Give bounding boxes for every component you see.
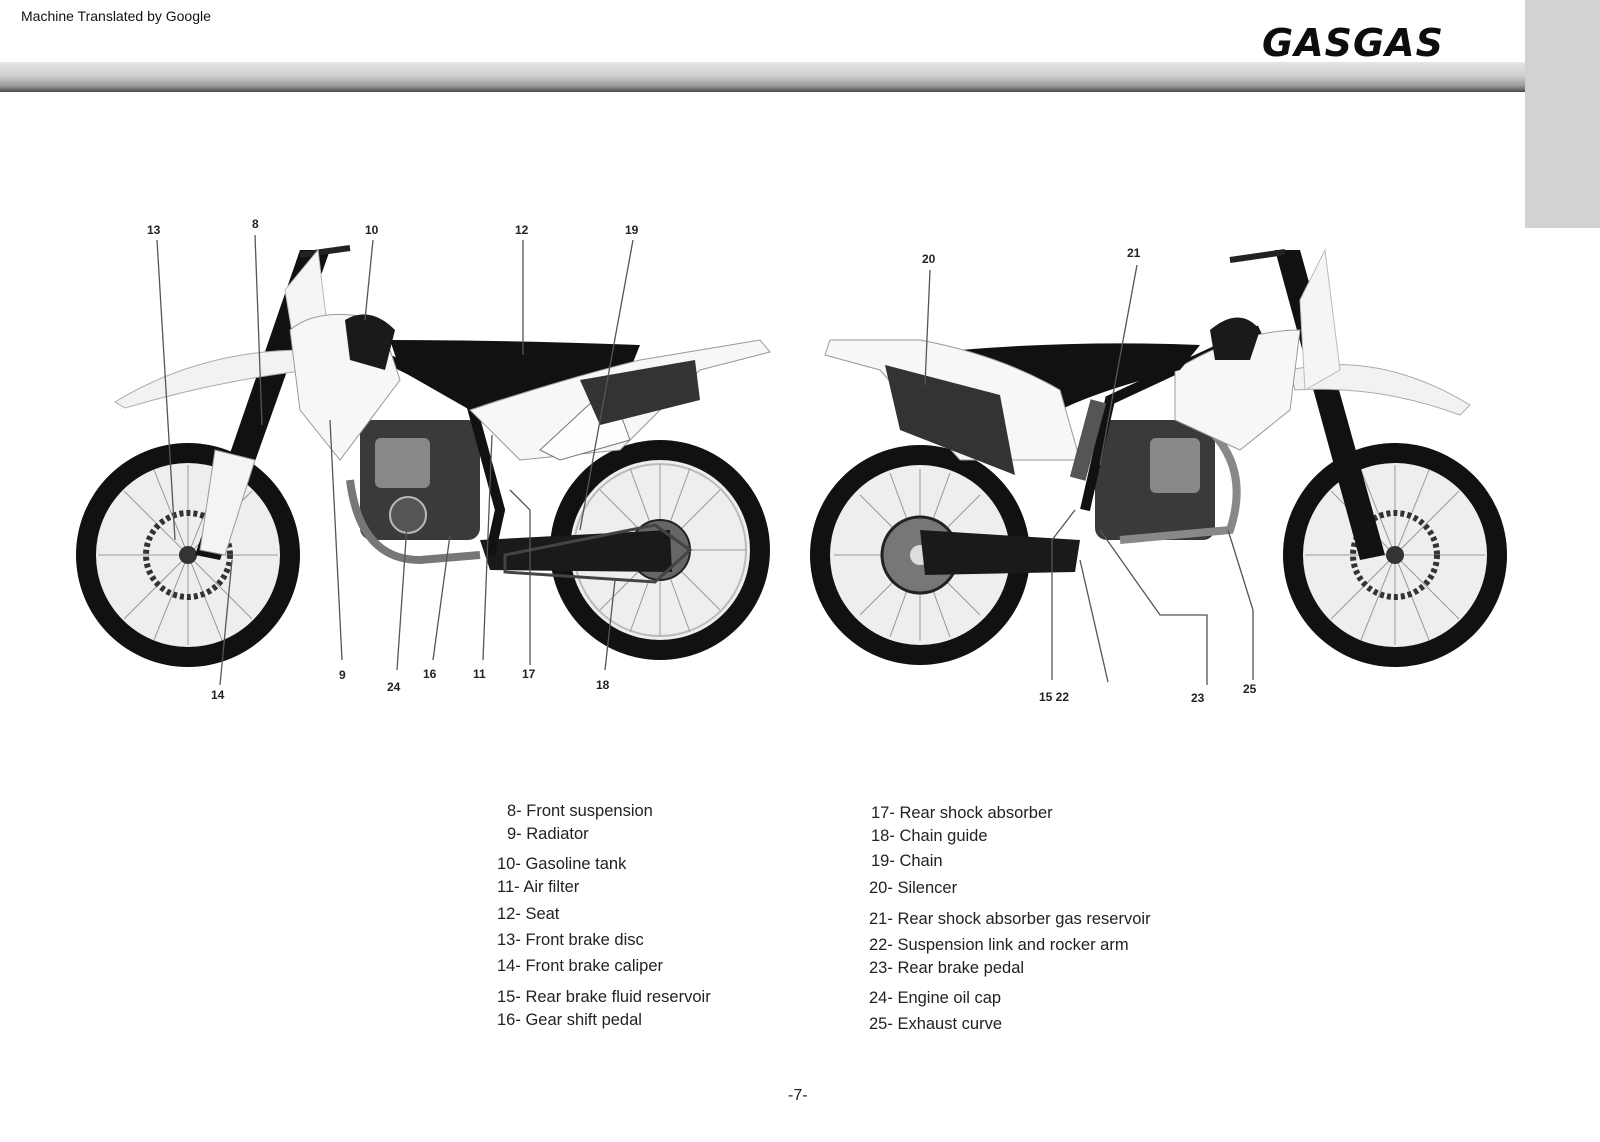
chain-left xyxy=(503,523,693,584)
legend-item: 25- Exhaust curve xyxy=(869,1015,1002,1034)
legend-number: 20- xyxy=(869,879,893,897)
legend-number: 8- xyxy=(507,802,522,820)
legend-item: 10- Gasoline tank xyxy=(497,855,626,874)
legend-item: 8- Front suspension xyxy=(507,802,653,821)
callout-9: 9 xyxy=(339,668,346,682)
legend-number: 19- xyxy=(871,852,895,870)
legend-item: 24- Engine oil cap xyxy=(869,989,1001,1008)
legend-label: Front brake disc xyxy=(525,931,644,949)
legend-item: 19- Chain xyxy=(871,852,943,871)
legend-number: 16- xyxy=(497,1011,521,1029)
legend-label: Air filter xyxy=(523,878,580,896)
motorcycle-right-view xyxy=(810,248,1507,667)
machine-translation-note: Machine Translated by Google xyxy=(21,8,211,24)
legend-label: Exhaust curve xyxy=(897,1015,1003,1033)
motorcycle-left-view xyxy=(76,245,771,667)
legend-label: Radiator xyxy=(526,825,589,843)
callout-numbers: 13 8 10 12 19 9 24 16 11 17 18 14 20 21 … xyxy=(147,217,1257,705)
legend-label: Rear brake fluid reservoir xyxy=(525,988,711,1006)
legend-number: 18- xyxy=(871,827,895,845)
legend-label: Rear brake pedal xyxy=(897,959,1025,977)
legend-item: 12- Seat xyxy=(497,905,559,924)
legend-label: Suspension link and rocker arm xyxy=(897,936,1129,954)
leader-lines xyxy=(156,234,1254,686)
legend-item: 15- Rear brake fluid reservoir xyxy=(497,988,711,1007)
callout-10: 10 xyxy=(365,223,379,237)
legend-label: Gear shift pedal xyxy=(525,1011,642,1029)
callout-21: 21 xyxy=(1127,246,1141,260)
swingarm-left xyxy=(480,530,672,572)
legend-item: 21- Rear shock absorber gas reservoir xyxy=(869,910,1151,929)
legend-item: 16- Gear shift pedal xyxy=(497,1011,642,1030)
legend-item: 23- Rear brake pedal xyxy=(869,959,1024,978)
legend-label: Front brake caliper xyxy=(525,957,664,975)
silencer-left xyxy=(580,360,700,425)
legend-item: 22- Suspension link and rocker arm xyxy=(869,936,1129,955)
legend-item: 9- Radiator xyxy=(507,825,589,844)
legend-number: 13- xyxy=(497,931,521,949)
legend-label: Engine oil cap xyxy=(897,989,1002,1007)
front-brake-disc-right xyxy=(1350,510,1440,600)
silencer-right xyxy=(885,365,1015,475)
header-bar xyxy=(0,62,1525,92)
legend-number: 11- xyxy=(497,878,520,896)
legend-item: 18- Chain guide xyxy=(871,827,988,846)
seat-left xyxy=(390,340,640,410)
callout-25: 25 xyxy=(1243,682,1257,696)
legend-item: 11- Air filter xyxy=(497,878,579,897)
callout-11: 11 xyxy=(473,667,486,681)
gasgas-logo-text: GASGAS xyxy=(1262,21,1444,62)
legend-number: 23- xyxy=(869,959,893,977)
legend-label: Silencer xyxy=(897,879,958,897)
callout-15-22: 15 22 xyxy=(1039,690,1069,704)
legend-label: Chain xyxy=(899,852,943,870)
legend-number: 17- xyxy=(871,804,895,822)
page-number: -7- xyxy=(788,1087,808,1104)
legend-item: 14- Front brake caliper xyxy=(497,957,663,976)
legend-label: Rear shock absorber xyxy=(899,804,1053,822)
front-brake-disc-left xyxy=(143,510,233,600)
callout-16: 16 xyxy=(423,667,437,681)
legend-number: 9- xyxy=(507,825,522,843)
gasgas-logo: GASGAS xyxy=(1262,21,1444,62)
legend-item: 20- Silencer xyxy=(869,879,957,898)
side-tab xyxy=(1525,0,1600,228)
callout-14: 14 xyxy=(211,688,225,702)
callout-20: 20 xyxy=(922,252,936,266)
legend-number: 14- xyxy=(497,957,521,975)
legend-item: 17- Rear shock absorber xyxy=(871,804,1053,823)
legend-number: 24- xyxy=(869,989,893,1007)
motorcycle-diagram: 13 8 10 12 19 9 24 16 11 17 18 14 20 21 … xyxy=(76,217,1507,705)
callout-17: 17 xyxy=(522,667,536,681)
legend-label: Seat xyxy=(525,905,560,923)
legend-number: 12- xyxy=(497,905,521,923)
shroud-right xyxy=(1174,329,1301,451)
legend-number: 15- xyxy=(497,988,521,1006)
legend-number: 21- xyxy=(869,910,893,928)
legend-label: Gasoline tank xyxy=(525,855,627,873)
legend-number: 25- xyxy=(869,1015,893,1033)
legend-label: Rear shock absorber gas reservoir xyxy=(897,910,1151,928)
callout-19: 19 xyxy=(625,223,639,237)
callout-18: 18 xyxy=(596,678,610,692)
legend-number: 22- xyxy=(869,936,893,954)
swingarm-right xyxy=(920,530,1080,575)
callout-13: 13 xyxy=(147,223,161,237)
callout-8: 8 xyxy=(252,217,259,231)
legend-number: 10- xyxy=(497,855,521,873)
callout-12: 12 xyxy=(515,223,529,237)
callout-24: 24 xyxy=(387,680,401,694)
legend-label: Front suspension xyxy=(526,802,653,820)
rear-shock-right xyxy=(1069,399,1107,481)
callout-23: 23 xyxy=(1191,691,1205,705)
legend-item: 13- Front brake disc xyxy=(497,931,644,950)
legend-label: Chain guide xyxy=(899,827,988,845)
